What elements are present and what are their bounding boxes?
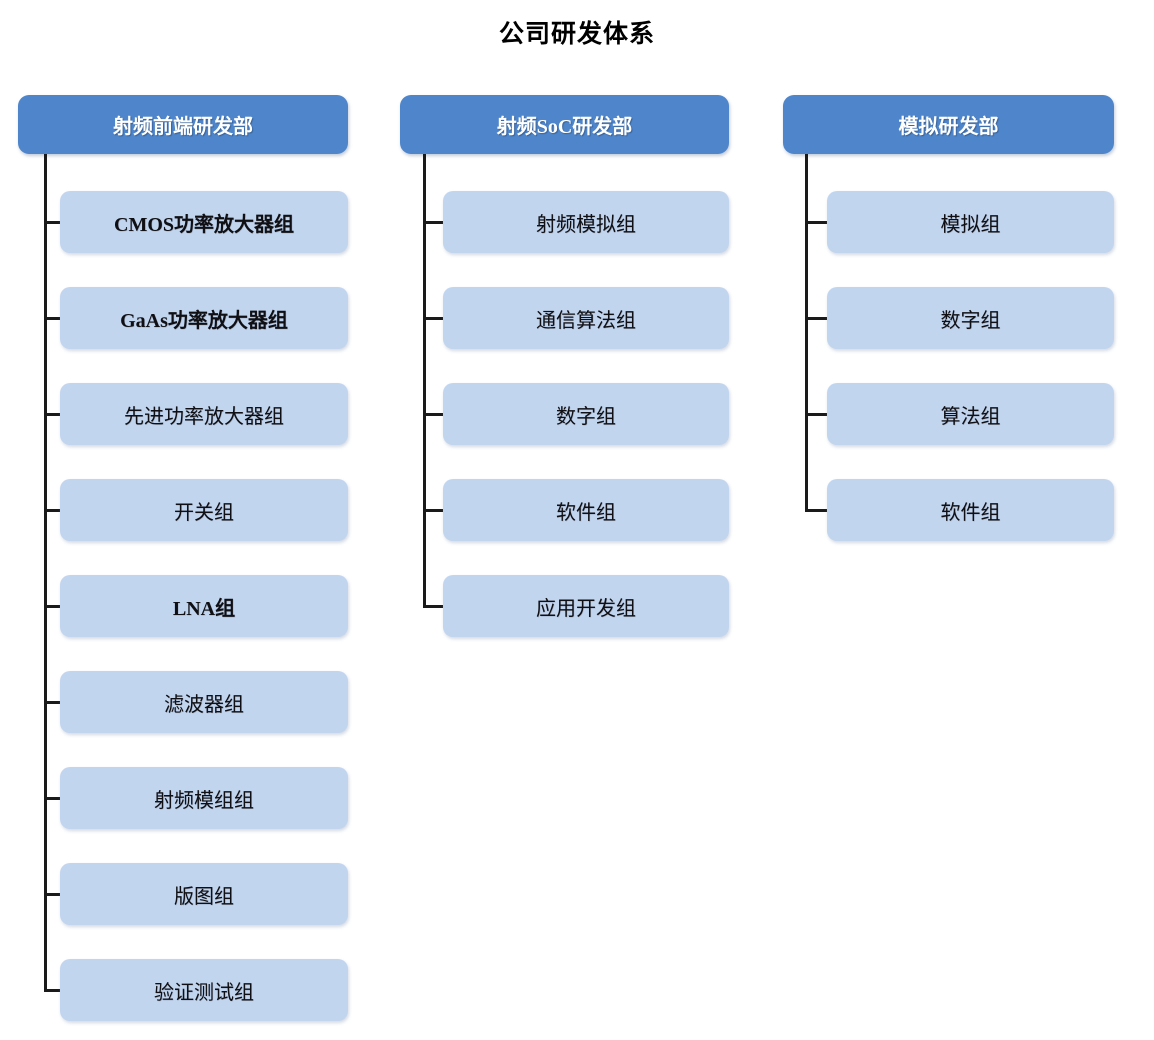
- connector-stub: [44, 701, 61, 704]
- department-box[interactable]: 模拟研发部: [783, 95, 1114, 154]
- group-box[interactable]: GaAs功率放大器组: [60, 287, 348, 349]
- group-label: 通信算法组: [536, 309, 636, 332]
- connector-stub: [423, 221, 443, 224]
- connector-stub: [423, 317, 443, 320]
- group-box[interactable]: CMOS功率放大器组: [60, 191, 348, 253]
- connector-stub: [44, 413, 61, 416]
- org-column-rf-soc: 射频SoC研发部射频模拟组通信算法组数字组软件组应用开发组: [400, 0, 729, 1040]
- connector-stub: [805, 509, 827, 512]
- connector-trunk: [805, 154, 808, 512]
- connector-stub: [44, 797, 61, 800]
- group-box[interactable]: 开关组: [60, 479, 348, 541]
- group-box[interactable]: 先进功率放大器组: [60, 383, 348, 445]
- connector-stub: [44, 989, 61, 992]
- group-box[interactable]: 算法组: [827, 383, 1114, 445]
- group-label: LNA组: [172, 597, 236, 620]
- group-box[interactable]: 软件组: [827, 479, 1114, 541]
- group-box[interactable]: 应用开发组: [443, 575, 729, 637]
- group-label: 版图组: [174, 885, 234, 908]
- group-label: 数字组: [940, 309, 1001, 332]
- connector-stub: [423, 509, 443, 512]
- group-box[interactable]: 射频模组组: [60, 767, 348, 829]
- org-column-rf-frontend: 射频前端研发部 CMOS功率放大器组 GaAs功率放大器组先进功率放大器组开关组 LN…: [18, 0, 348, 1040]
- department-box[interactable]: 射频SoC研发部: [400, 95, 729, 154]
- group-label: CMOS功率放大器组: [114, 213, 294, 236]
- group-label: 验证测试组: [154, 981, 254, 1004]
- group-box[interactable]: 滤波器组: [60, 671, 348, 733]
- connector-trunk: [423, 154, 426, 608]
- connector-stub: [805, 221, 827, 224]
- group-box[interactable]: 数字组: [827, 287, 1114, 349]
- connector-stub: [805, 317, 827, 320]
- connector-stub: [44, 893, 61, 896]
- group-box[interactable]: 射频模拟组: [443, 191, 729, 253]
- group-label: 应用开发组: [536, 597, 636, 620]
- connector-stub: [44, 221, 61, 224]
- group-label: 开关组: [174, 501, 234, 524]
- connector-stub: [805, 413, 827, 416]
- department-label: 射频前端研发部: [113, 116, 253, 138]
- connector-trunk: [44, 154, 47, 992]
- connector-stub: [44, 317, 61, 320]
- group-box[interactable]: 版图组: [60, 863, 348, 925]
- group-label: GaAs功率放大器组: [120, 309, 288, 332]
- group-box[interactable]: LNA组: [60, 575, 348, 637]
- page-title: 公司研发体系: [498, 20, 655, 48]
- group-label: 射频模拟组: [536, 213, 636, 236]
- group-label: 软件组: [940, 501, 1001, 524]
- connector-stub: [44, 605, 61, 608]
- group-label: 先进功率放大器组: [124, 405, 284, 428]
- group-label: 射频模组组: [154, 789, 254, 812]
- group-label: 算法组: [940, 405, 1001, 428]
- group-box[interactable]: 数字组: [443, 383, 729, 445]
- connector-stub: [423, 605, 443, 608]
- group-box[interactable]: 软件组: [443, 479, 729, 541]
- group-label: 模拟组: [940, 213, 1001, 236]
- group-box[interactable]: 验证测试组: [60, 959, 348, 1021]
- group-box[interactable]: 通信算法组: [443, 287, 729, 349]
- group-label: 软件组: [556, 501, 616, 524]
- connector-stub: [44, 509, 61, 512]
- group-label: 滤波器组: [164, 693, 244, 716]
- department-label: 模拟研发部: [898, 116, 999, 138]
- connector-stub: [423, 413, 443, 416]
- department-label: 射频SoC研发部: [496, 116, 633, 138]
- department-box[interactable]: 射频前端研发部: [18, 95, 348, 154]
- org-column-analog: 模拟研发部模拟组数字组算法组软件组: [783, 0, 1114, 1040]
- group-box[interactable]: 模拟组: [827, 191, 1114, 253]
- group-label: 数字组: [556, 405, 616, 428]
